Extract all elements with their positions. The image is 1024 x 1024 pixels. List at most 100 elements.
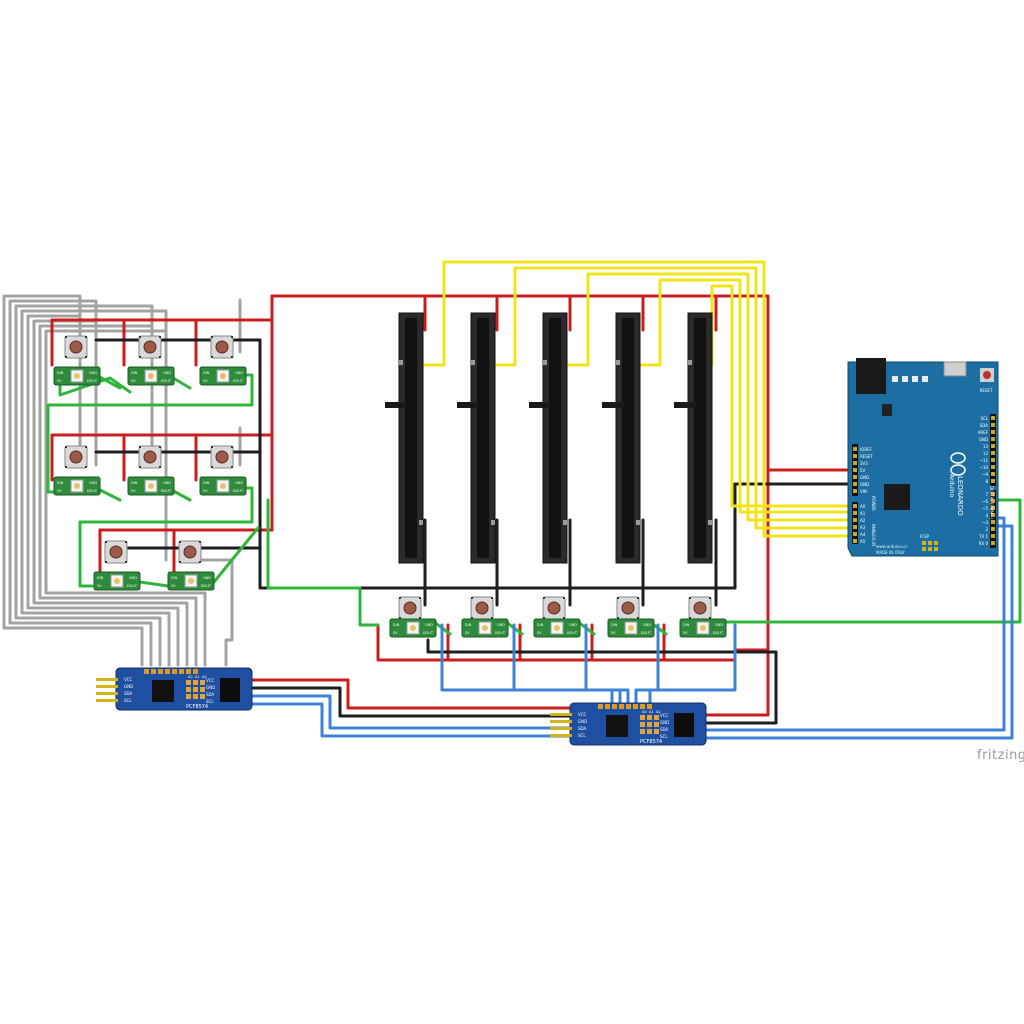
button-pin [139,466,141,468]
parts-layer: DIN 5V GND DOUT DIN 5V GND DOUT DIN 5V GND DOUT DIN 5… [53,312,999,746]
tactile-button [616,596,640,620]
led-pin-label: 5V [465,631,470,635]
led-pin-label: DIN [537,623,544,627]
led-pin-label: DOUT [567,631,578,635]
blue-wire [248,702,574,738]
chip-label: PCF8574 [186,704,208,710]
power-pin-label: IOREF [860,447,873,452]
yellow-wire [634,278,860,514]
button-pin [211,446,213,448]
button-cap [109,545,123,559]
led-pin-label: 5V [131,379,136,383]
led-pin-label: DIN [57,481,64,485]
rgb-led-module [167,571,215,591]
io-pin [144,669,149,674]
button-pin [419,617,421,619]
addr-jumper [200,694,205,699]
button-pin [199,561,201,563]
button-cap [215,340,229,354]
digital-pin-label: ~11 [980,458,989,463]
slide-potentiometer [529,312,568,564]
header-pin [991,520,995,524]
pot-knob [529,402,551,408]
led-pin-label: GND [235,481,243,485]
led-pin-label: 5V [57,379,62,383]
header-pin [991,513,995,517]
digital-pin-label: 7 [985,492,988,497]
led-die [700,625,706,631]
rgb-led-module [199,476,247,496]
rgb-led-module [53,476,101,496]
status-led [912,376,918,382]
power-pin-label: GND [860,475,869,480]
button-cap [547,601,561,615]
expander-pin-label: GND [206,685,215,690]
button-pin [689,597,691,599]
expander-pin-label: GND [578,719,587,724]
header-pin [853,482,857,486]
icsp-pin [922,547,926,551]
rgb-led-module [53,366,101,386]
button-pin [85,446,87,448]
button-cap [475,601,489,615]
button-pin [65,446,67,448]
blue-wire [634,623,660,707]
rgb-led-module [607,618,655,638]
button-pin [709,597,711,599]
button-pin [65,356,67,358]
led-pin-label: GND [715,623,723,627]
led-pin-label: 5V [203,379,208,383]
button-pin [491,617,493,619]
button-cap [69,340,83,354]
led-pin-label: 5V [131,489,136,493]
button-pin [637,617,639,619]
pot-track [622,318,634,558]
led-pin-label: DIN [465,623,472,627]
rgb-led-module [93,571,141,591]
led-pin-label: DOUT [641,631,652,635]
addr-jumper [640,729,645,734]
gray-wire [32,319,189,667]
expander-pin-label: GND [124,684,133,689]
led-pin-label: DOUT [423,631,434,635]
led-pin-label: DIN [611,623,618,627]
io-pin [647,704,652,709]
button-pin [139,356,141,358]
output-header [220,678,240,702]
header-pin [991,492,995,496]
digital-pin-label: AREF [978,430,989,435]
led-pin-label: GND [163,371,171,375]
header-pin [991,423,995,427]
pot-track [549,318,561,558]
button-pin [211,336,213,338]
digital-pin-label: ~9 [982,472,988,477]
header-pin [991,437,995,441]
digital-pin-label: ~5 [982,506,988,511]
led-pin-label: 5V [171,584,176,588]
green-wire [78,486,254,588]
addr-jumper [640,722,645,727]
header-pin [550,727,572,730]
led-die [554,625,560,631]
tactile-button [64,445,88,469]
header-pin [991,458,995,462]
icsp-pin [934,547,938,551]
led-die [628,625,634,631]
led-pin-label: DIN [393,623,400,627]
led-pin-label: DIN [131,481,138,485]
addr-jumper [654,715,659,720]
mcu-chip [884,484,910,510]
led-pin-label: GND [569,623,577,627]
button-pin [85,336,87,338]
expander-pin-label: VCC [206,678,215,683]
expander-pin-label: SDA [206,692,215,697]
pot-knob [385,402,407,408]
led-pin-label: 5V [57,489,62,493]
led-pin-label: DOUT [161,379,172,383]
led-pin-label: 5V [97,584,102,588]
blue-wire [648,623,737,707]
led-pin-label: DOUT [233,489,244,493]
header-pin [853,518,857,522]
button-pin [543,597,545,599]
led-die [220,483,226,489]
